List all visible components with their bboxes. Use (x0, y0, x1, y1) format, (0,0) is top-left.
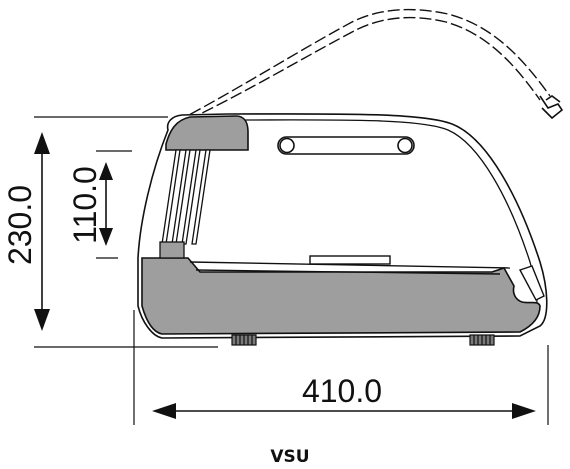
food-tray (189, 255, 511, 275)
dimension-arrow-height-total (34, 132, 50, 331)
dimension-arrow-height-inner (99, 162, 113, 246)
extension-lines (34, 116, 549, 425)
width-total-label: 410.0 (302, 373, 382, 409)
adjustable-feet (231, 334, 495, 346)
dimension-arrow-width-total (152, 403, 536, 419)
cabinet-base (141, 257, 541, 335)
model-caption: VSU (270, 447, 309, 467)
top-light-bar (277, 136, 415, 155)
height-total-label: 230.0 (2, 185, 38, 265)
front-glass-edge (518, 265, 545, 301)
cabinet-top-block (165, 115, 249, 151)
height-inner-label: 110.0 (67, 166, 103, 244)
left-support-posts (159, 149, 211, 259)
lid-hinge-clip (539, 95, 564, 120)
open-lid-dashed-outline (175, 8, 551, 123)
